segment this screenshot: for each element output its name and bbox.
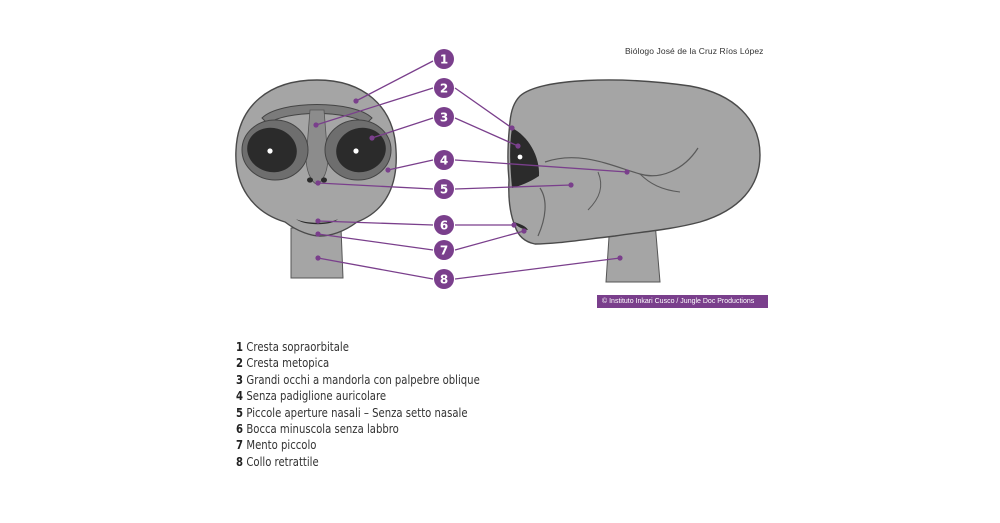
marker-4-number: 4 (440, 154, 448, 168)
leader-line-1-front (355, 60, 434, 102)
legend-label: Grandi occhi a mandorla con palpebre obl… (246, 372, 480, 387)
marker-5-number: 5 (440, 183, 448, 197)
legend-number: 8 (236, 454, 244, 469)
leader-lines (315, 60, 628, 280)
marker-1: 1 (434, 49, 454, 69)
endpoint-5b (568, 182, 574, 188)
endpoint-1 (353, 98, 359, 104)
endpoint-4a (385, 167, 391, 173)
legend-number: 5 (236, 405, 244, 420)
leader-line-2-front (315, 87, 434, 126)
endpoint-6b (511, 222, 517, 228)
marker-6: 6 (434, 215, 454, 235)
legend-number: 2 (236, 356, 244, 371)
side-vein-3 (537, 187, 546, 237)
endpoint-8a (315, 255, 321, 261)
side-vein-4 (587, 171, 602, 211)
legend-label: Cresta metopica (246, 356, 330, 371)
marker-3: 3 (434, 107, 454, 127)
leader-line-4-front (387, 159, 434, 171)
alien-head-diagram: 1 2 3 4 5 6 7 8 (235, 49, 761, 289)
leader-line-3-side (454, 117, 519, 147)
endpoint-3a (369, 135, 375, 141)
leader-line-5-side (454, 184, 572, 190)
leader-line-7-front (317, 233, 434, 251)
leader-line-5-front (317, 182, 434, 190)
marker-8-number: 8 (440, 273, 448, 287)
marker-4: 4 (434, 150, 454, 170)
leader-line-7-side (454, 230, 525, 251)
leader-line-8-side (454, 257, 621, 280)
right-eye-glint (353, 148, 359, 154)
side-skull (507, 79, 761, 245)
side-eye-glint (517, 154, 523, 160)
copyright-banner: © Instituto Inkari Cusco / Jungle Doc Pr… (597, 295, 768, 308)
legend-label: Collo retrattile (246, 454, 319, 469)
endpoint-5a (315, 180, 321, 186)
legend-number: 3 (236, 372, 244, 387)
legend-number: 6 (236, 421, 244, 436)
endpoint-7a (315, 231, 321, 237)
legend-number: 7 (236, 438, 244, 453)
endpoint-8b (617, 255, 623, 261)
endpoint-7b (521, 228, 527, 234)
endpoint-3b (515, 143, 521, 149)
legend-number: 1 (236, 340, 244, 354)
side-vein-1 (544, 147, 699, 177)
leader-line-3-front (371, 117, 434, 139)
left-nostril (307, 177, 313, 183)
legend-label: Mento piccolo (246, 438, 317, 453)
leader-line-8-front (317, 257, 434, 280)
marker-2: 2 (434, 78, 454, 98)
leader-line-4-side (454, 159, 628, 173)
side-vein-2 (639, 173, 681, 193)
side-mouth (514, 222, 528, 230)
endpoint-6a (315, 218, 321, 224)
leader-line-6-front (317, 220, 434, 226)
marker-6-number: 6 (440, 219, 448, 233)
legend-label: Piccole aperture nasali – Senza setto na… (246, 405, 468, 420)
side-view-head (507, 79, 761, 283)
left-eye-glint (267, 148, 273, 154)
marker-7: 7 (434, 240, 454, 260)
endpoint-4b (624, 169, 630, 175)
marker-8: 8 (434, 269, 454, 289)
front-mouth (296, 219, 338, 225)
legend-label: Cresta sopraorbitale (246, 340, 349, 354)
author-credit: Biólogo José de la Cruz Ríos López (625, 46, 764, 56)
marker-2-number: 2 (440, 82, 448, 96)
leader-line-2-side (454, 87, 513, 129)
marker-5: 5 (434, 179, 454, 199)
legend-label: Senza padiglione auricolare (246, 389, 387, 404)
endpoint-2a (313, 122, 319, 128)
legend-number: 4 (236, 389, 244, 404)
leader-endpoints (313, 98, 630, 261)
side-eye (510, 128, 540, 188)
endpoint-2b (509, 125, 515, 131)
legend-label: Bocca minuscola senza labbro (246, 421, 399, 436)
right-nostril (321, 177, 327, 183)
marker-3-number: 3 (440, 111, 448, 125)
marker-7-number: 7 (440, 244, 448, 258)
marker-1-number: 1 (440, 53, 448, 67)
supraorbital-ridge (261, 104, 373, 125)
front-view-head (235, 79, 397, 279)
